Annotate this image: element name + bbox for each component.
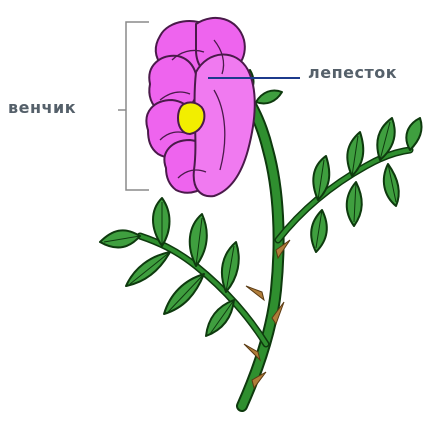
corolla-label: венчик [8,100,76,116]
corolla-bracket [118,22,149,190]
flower-head [146,18,254,196]
petal-label: лепесток [308,65,397,81]
